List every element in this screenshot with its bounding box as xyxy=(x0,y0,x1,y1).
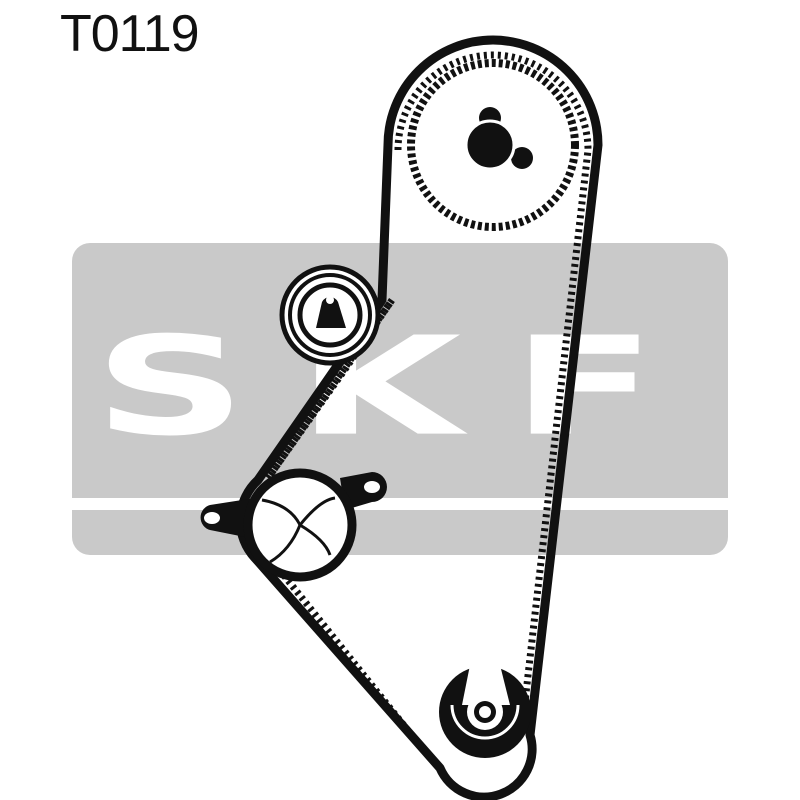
svg-text:SKF: SKF xyxy=(94,308,707,467)
water-pump xyxy=(200,468,387,582)
skf-logo-watermark: SKF xyxy=(72,243,728,555)
impeller-icon xyxy=(261,496,336,564)
camshaft-pulley xyxy=(407,59,579,231)
part-number-title: T0119 xyxy=(60,5,200,63)
tensioner-pulley xyxy=(279,264,381,366)
crankshaft-pulley xyxy=(439,650,531,758)
